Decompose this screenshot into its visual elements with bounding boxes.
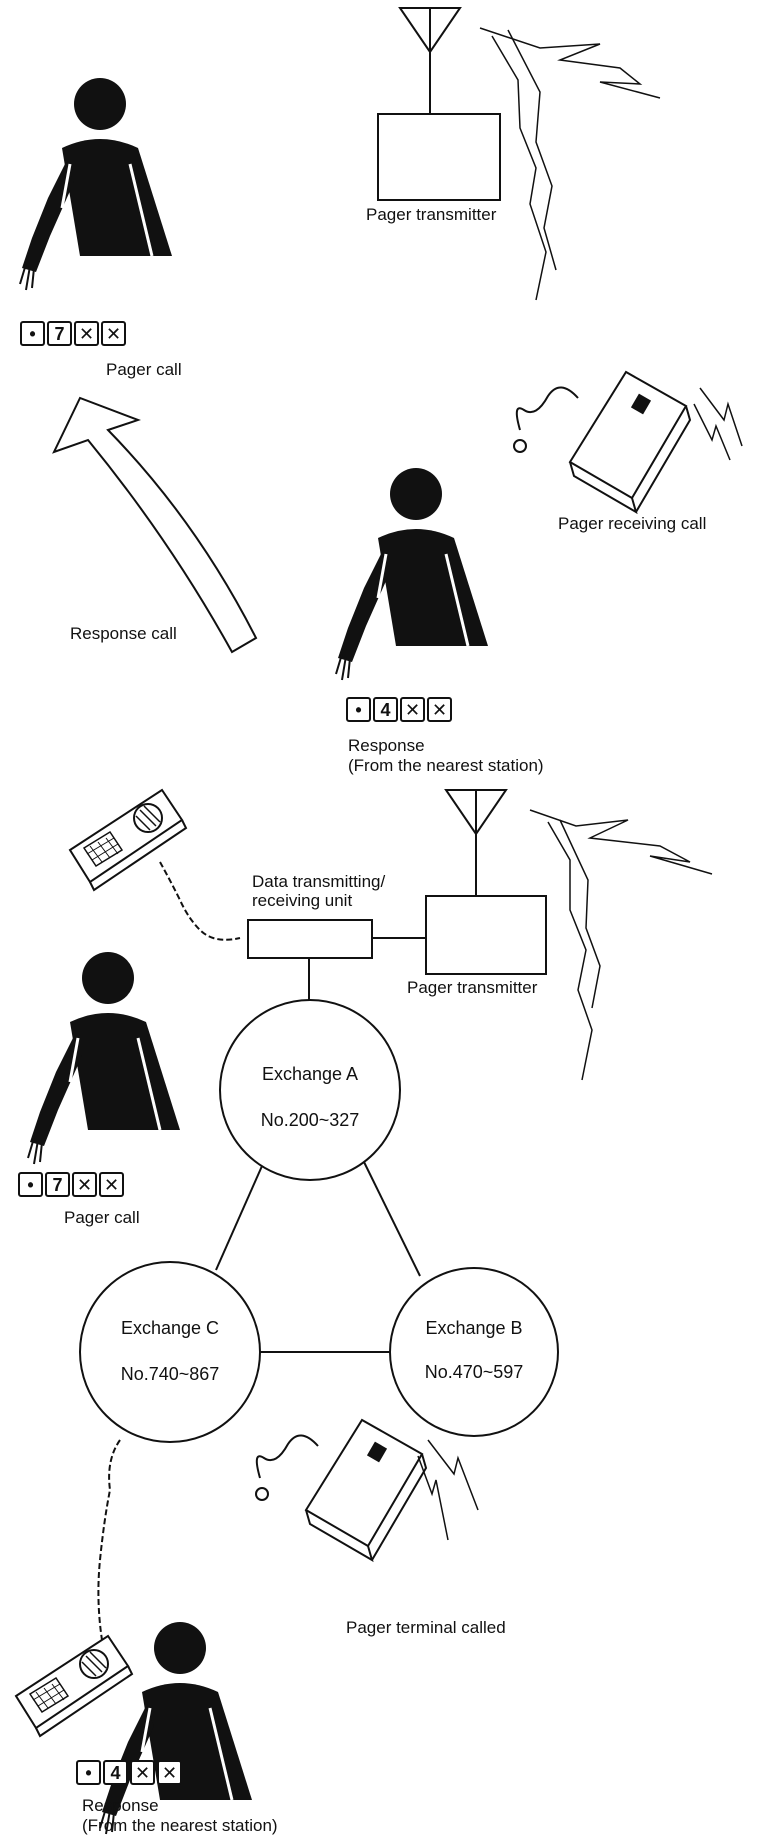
- exchange-b-name: Exchange B: [425, 1318, 523, 1338]
- antenna-icon: [445, 789, 507, 903]
- dial-keys-response: • 4 ✕ ✕: [76, 1760, 182, 1785]
- radio-wave-icon: [491, 35, 547, 301]
- key-x: ✕: [72, 1172, 97, 1197]
- key-digit: 4: [373, 697, 398, 722]
- caller-person-icon: [26, 950, 182, 1166]
- pager-transmitter-box: [425, 895, 547, 975]
- pager-terminal-called-label: Pager terminal called: [346, 1618, 506, 1637]
- dial-keys-pager-call: • 7 ✕ ✕: [20, 321, 126, 346]
- data-unit-label: Data transmitting/: [252, 872, 386, 891]
- key-dot: •: [18, 1172, 43, 1197]
- dial-keys-response: • 4 ✕ ✕: [346, 697, 452, 722]
- key-x: ✕: [130, 1760, 155, 1785]
- exchange-a-circle: [219, 999, 401, 1181]
- pager-transmitter-box: [377, 113, 501, 201]
- key-digit: 7: [45, 1172, 70, 1197]
- key-dot: •: [346, 697, 371, 722]
- key-dot: •: [76, 1760, 101, 1785]
- exchange-a-name: Exchange A: [261, 1064, 359, 1084]
- responder-person-icon: [334, 466, 490, 682]
- dial-keys-pager-call: • 7 ✕ ✕: [18, 1172, 124, 1197]
- key-dot: •: [20, 321, 45, 346]
- pager-transmitter-label: Pager transmitter: [366, 205, 497, 224]
- exchange-b-range: No.470~597: [424, 1362, 524, 1382]
- key-x: ✕: [157, 1760, 182, 1785]
- exchange-c-range: No.740~867: [120, 1364, 220, 1384]
- exchange-a-range: No.200~327: [260, 1110, 360, 1130]
- key-x: ✕: [101, 321, 126, 346]
- antenna-icon: [399, 7, 461, 121]
- telephone-handset-icon: [69, 789, 187, 891]
- pager-receiving-call-label: Pager receiving call: [558, 514, 707, 533]
- exchange-b-circle: [389, 1267, 559, 1437]
- pager-icon: [569, 371, 691, 513]
- telephone-handset-icon: [15, 1635, 133, 1737]
- response-call-arrow: [52, 396, 258, 654]
- exchange-c-name: Exchange C: [120, 1318, 220, 1338]
- pager-transmitter-label: Pager transmitter: [407, 978, 538, 997]
- exchange-c-circle: [79, 1261, 261, 1443]
- pager-call-label: Pager call: [64, 1208, 140, 1227]
- key-digit: 4: [103, 1760, 128, 1785]
- radio-wave-icon: [479, 27, 661, 99]
- response-label: Response: [82, 1796, 159, 1815]
- key-digit: 7: [47, 321, 72, 346]
- key-x: ✕: [99, 1172, 124, 1197]
- response-sub-label: (From the nearest station): [82, 1816, 278, 1835]
- key-x: ✕: [400, 697, 425, 722]
- response-call-label: Response call: [70, 624, 177, 643]
- key-x: ✕: [74, 321, 99, 346]
- caller-person-icon: [18, 76, 174, 292]
- response-label: Response: [348, 736, 425, 755]
- data-unit-label-2: receiving unit: [252, 891, 353, 910]
- data-unit-box: [247, 919, 373, 959]
- pager-icon: [305, 1419, 427, 1561]
- key-x: ✕: [427, 697, 452, 722]
- pager-call-label: Pager call: [106, 360, 182, 379]
- response-sub-label: (From the nearest station): [348, 756, 544, 775]
